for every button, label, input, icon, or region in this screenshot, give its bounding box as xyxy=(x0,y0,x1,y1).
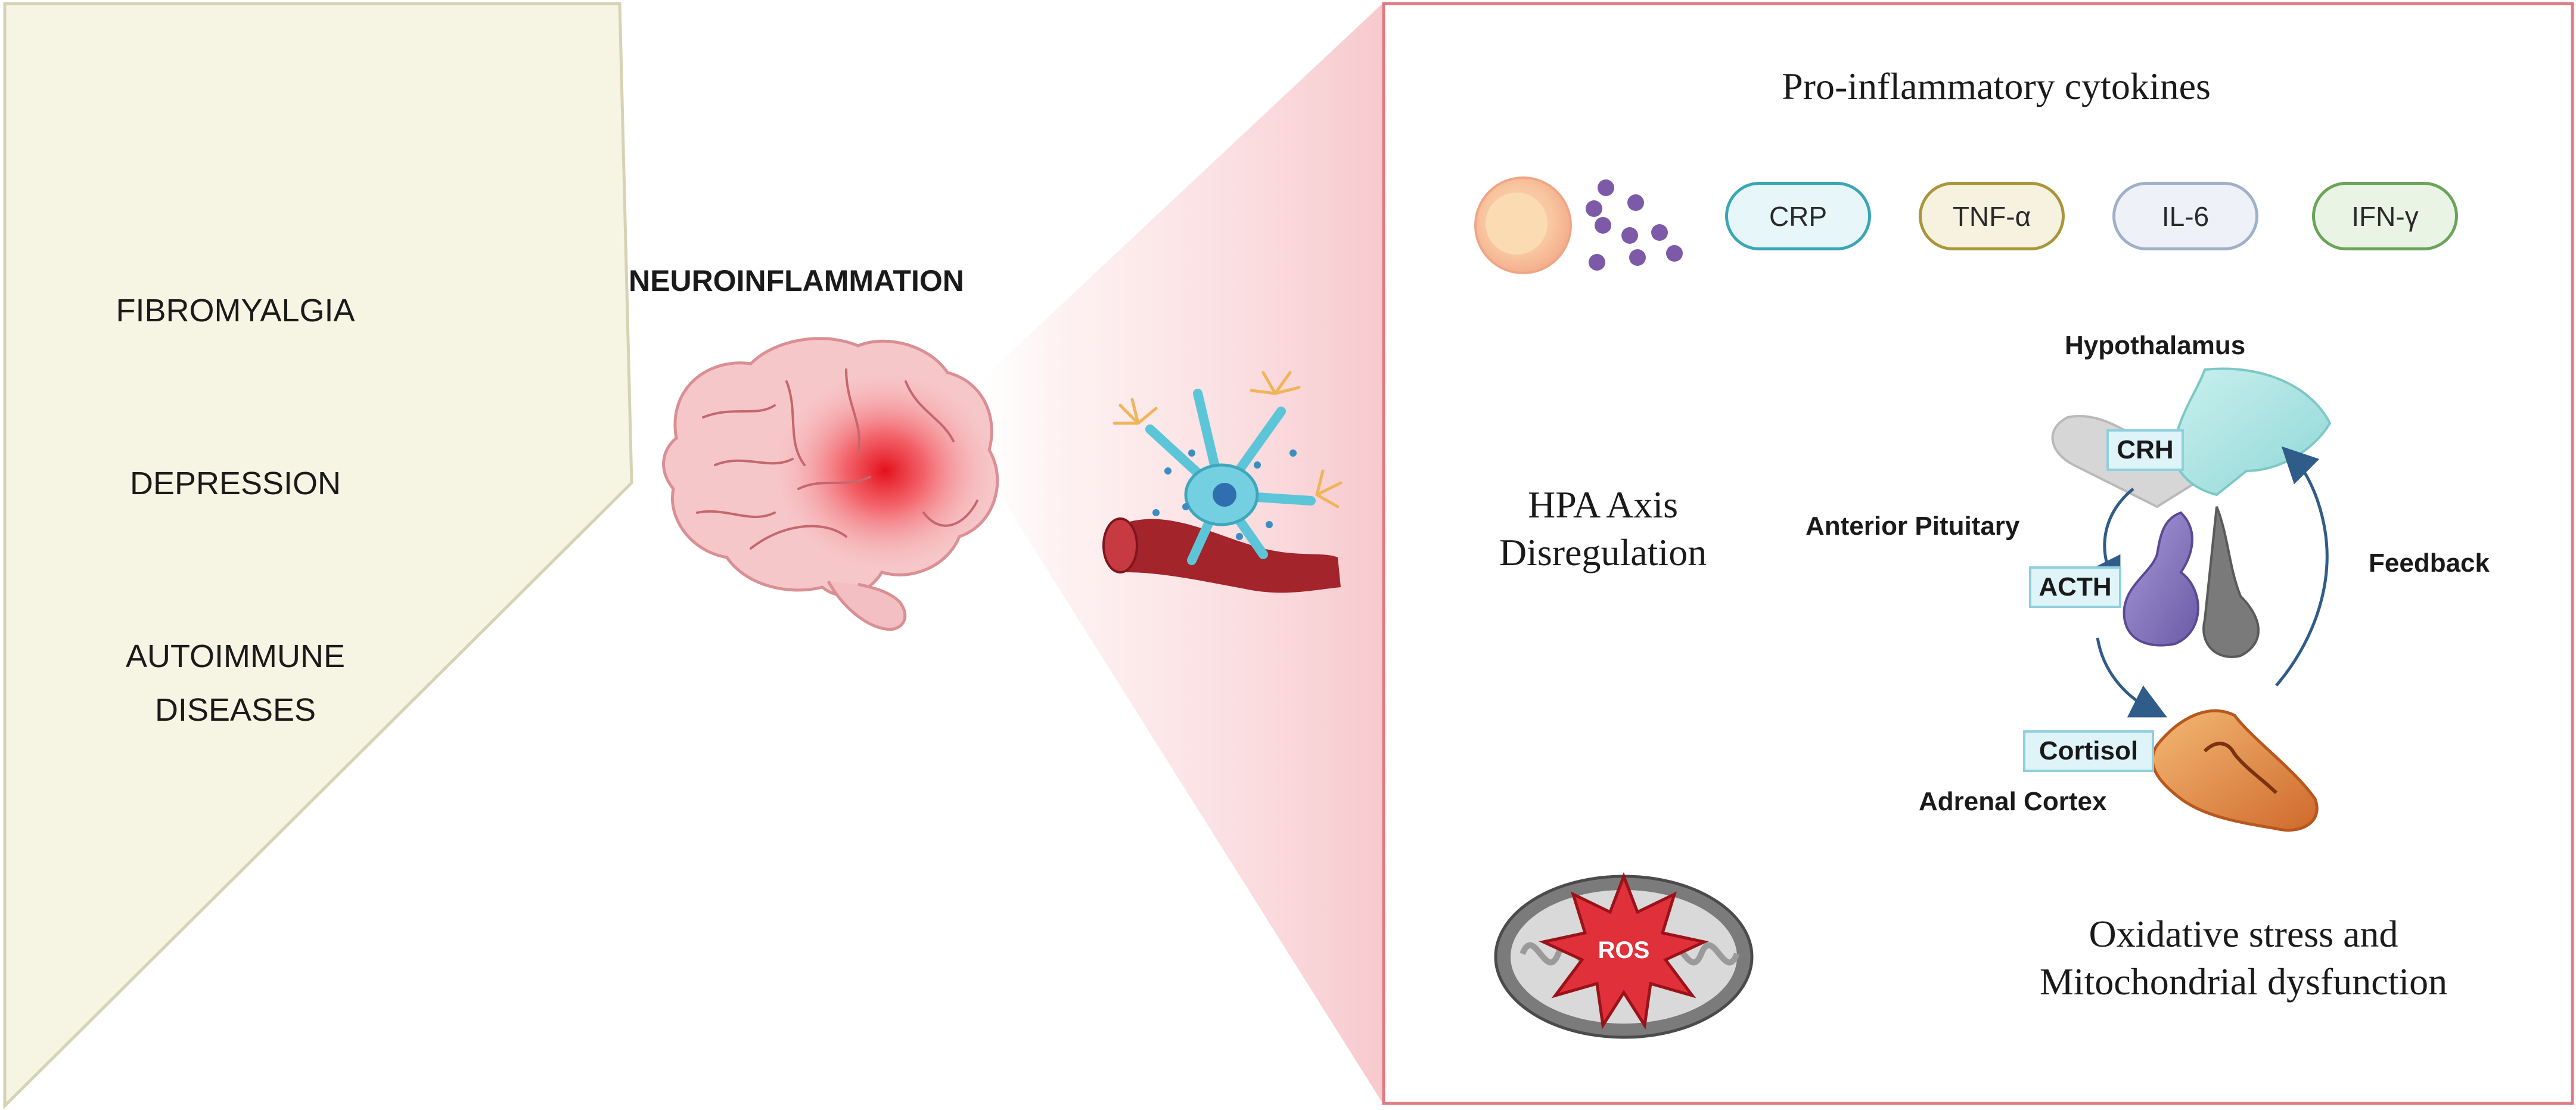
crh-label: CRH xyxy=(2106,429,2184,471)
mitochondrion-illustration xyxy=(1494,872,1754,1039)
ros-label: ROS xyxy=(1598,937,1650,963)
cortisol-label: Cortisol xyxy=(2023,730,2154,772)
hpa-title-line1: HPA Axis xyxy=(1528,483,1678,526)
feedback-label: Feedback xyxy=(2369,548,2490,578)
cytokine-ifn: IFN-γ xyxy=(2312,182,2458,250)
cytokines-title: Pro-inflammatory cytokines xyxy=(1782,65,2211,107)
hpa-title-line2: Disregulation xyxy=(1499,531,1707,573)
oxidative-line2: Mitochondrial dysfunction xyxy=(2039,960,2448,1003)
cytokine-tnf: TNF-α xyxy=(1919,182,2065,250)
acth-label: ACTH xyxy=(2029,566,2121,608)
neuroinflammation-title: NEUROINFLAMMATION xyxy=(629,264,964,297)
pituitary-illustration xyxy=(2123,506,2260,658)
anterior-pituitary-label: Anterior Pituitary xyxy=(1806,511,2020,541)
condition-depression: DEPRESSION xyxy=(129,466,341,501)
condition-fibromyalgia: FIBROMYALGIA xyxy=(116,293,355,328)
oxidative-line1: Oxidative stress and xyxy=(2089,913,2398,955)
brain-illustration xyxy=(662,337,999,631)
cytokine-crp: CRP xyxy=(1725,182,1871,250)
immune-cell-illustration xyxy=(1474,176,1683,274)
arrow-acth-to-cortisol xyxy=(2096,637,2167,718)
condition-diseases: DISEASES xyxy=(154,692,316,728)
hypothalamus-label: Hypothalamus xyxy=(2065,331,2246,360)
adrenal-illustration xyxy=(2151,709,2319,832)
cytokine-il6: IL-6 xyxy=(2112,182,2258,250)
adrenal-cortex-label: Adrenal Cortex xyxy=(1919,787,2107,816)
arrow-feedback xyxy=(2275,446,2329,687)
conditions-triangle xyxy=(3,2,633,1110)
neuron-vessel-illustration xyxy=(1102,371,1343,593)
ros-burst xyxy=(1539,872,1709,1030)
condition-autoimmune: AUTOIMMUNE xyxy=(125,638,345,674)
